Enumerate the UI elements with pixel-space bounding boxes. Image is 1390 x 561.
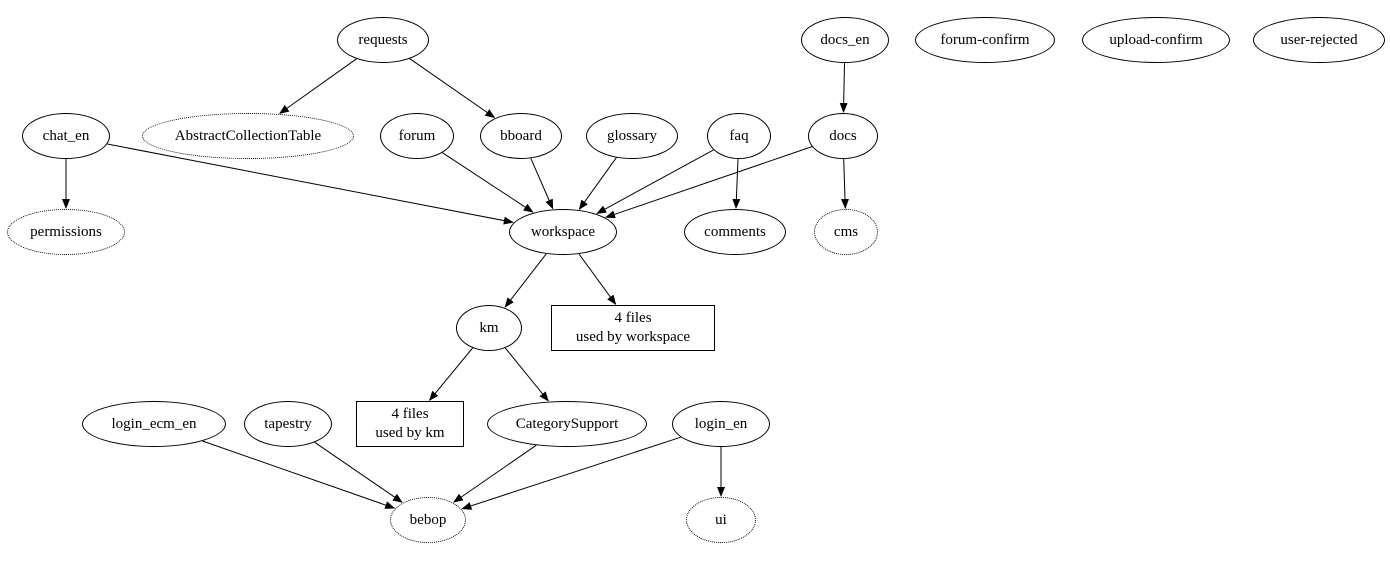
node-CategorySupport: CategorySupport xyxy=(487,401,647,447)
node-glossary: glossary xyxy=(586,113,678,159)
node-permissions: permissions xyxy=(7,209,125,255)
edge-CategorySupport-to-bebop xyxy=(453,444,537,503)
node-faq: faq xyxy=(707,113,771,159)
node-upload-confirm: upload-confirm xyxy=(1082,17,1230,63)
node-label: forum xyxy=(398,127,436,144)
node-tapestry: tapestry xyxy=(244,401,332,447)
edge-faq-to-workspace xyxy=(596,149,714,214)
edge-requests-to-bboard xyxy=(409,58,496,119)
node-label: ui xyxy=(715,511,727,528)
node-label: 4 files used by km xyxy=(375,406,445,441)
node-label: forum-confirm xyxy=(940,31,1030,48)
node-forum: forum xyxy=(380,113,454,159)
node-label: user-rejected xyxy=(1280,31,1358,48)
node-label: permissions xyxy=(30,223,102,240)
node-comments: comments xyxy=(684,209,786,255)
node-label: requests xyxy=(358,31,408,48)
node-cms: cms xyxy=(814,209,878,255)
edge-login_ecm_en-to-bebop xyxy=(202,440,396,509)
node-requests: requests xyxy=(337,17,429,63)
node-bboard: bboard xyxy=(480,113,562,159)
node-label: bboard xyxy=(500,127,542,144)
node-label: faq xyxy=(729,127,749,144)
edge-forum-to-workspace xyxy=(442,152,534,213)
node-label: cms xyxy=(833,223,859,240)
node-AbstractCollectionTable: AbstractCollectionTable xyxy=(142,113,354,159)
node-label: 4 files used by workspace xyxy=(575,310,691,345)
node-files-workspace: 4 files used by workspace xyxy=(551,305,715,351)
edge-chat_en-to-workspace xyxy=(107,143,514,225)
node-label: comments xyxy=(704,223,766,240)
node-ui: ui xyxy=(686,497,756,543)
node-chat_en: chat_en xyxy=(22,113,110,159)
edge-login_en-to-bebop xyxy=(461,436,681,510)
node-login_ecm_en: login_ecm_en xyxy=(82,401,226,447)
edge-docs_en-to-docs xyxy=(839,62,848,113)
node-label: bebop xyxy=(409,511,447,528)
node-docs_en: docs_en xyxy=(801,17,889,63)
edge-km-to-files-km xyxy=(428,347,473,401)
node-forum-confirm: forum-confirm xyxy=(915,17,1055,63)
node-km: km xyxy=(456,305,522,351)
node-files-km: 4 files used by km xyxy=(356,401,464,447)
node-label: tapestry xyxy=(264,415,312,432)
edge-workspace-to-files-workspace xyxy=(578,253,617,306)
node-label: workspace xyxy=(530,223,596,240)
edge-faq-to-comments xyxy=(732,158,741,209)
edge-bboard-to-workspace xyxy=(530,158,554,210)
edge-glossary-to-workspace xyxy=(578,157,617,211)
node-label: km xyxy=(479,319,499,336)
node-label: docs xyxy=(829,127,857,144)
node-label: login_en xyxy=(694,415,748,432)
edge-docs-to-workspace xyxy=(605,146,813,219)
node-workspace: workspace xyxy=(509,209,617,255)
edge-tapestry-to-bebop xyxy=(314,441,403,503)
node-label: CategorySupport xyxy=(515,415,619,432)
node-label: docs_en xyxy=(820,31,870,48)
node-docs: docs xyxy=(808,113,878,159)
node-user-rejected: user-rejected xyxy=(1253,17,1385,63)
node-label: AbstractCollectionTable xyxy=(174,127,322,144)
node-label: chat_en xyxy=(42,127,90,144)
edge-requests-to-AbstractCollectionTable xyxy=(278,58,357,114)
node-label: upload-confirm xyxy=(1109,31,1203,48)
node-bebop: bebop xyxy=(390,497,466,543)
edge-km-to-CategorySupport xyxy=(504,347,549,402)
edge-docs-to-cms xyxy=(841,158,850,209)
edge-workspace-to-km xyxy=(504,253,547,308)
node-login_en: login_en xyxy=(672,401,770,447)
node-label: login_ecm_en xyxy=(111,415,197,432)
node-label: glossary xyxy=(607,127,657,144)
